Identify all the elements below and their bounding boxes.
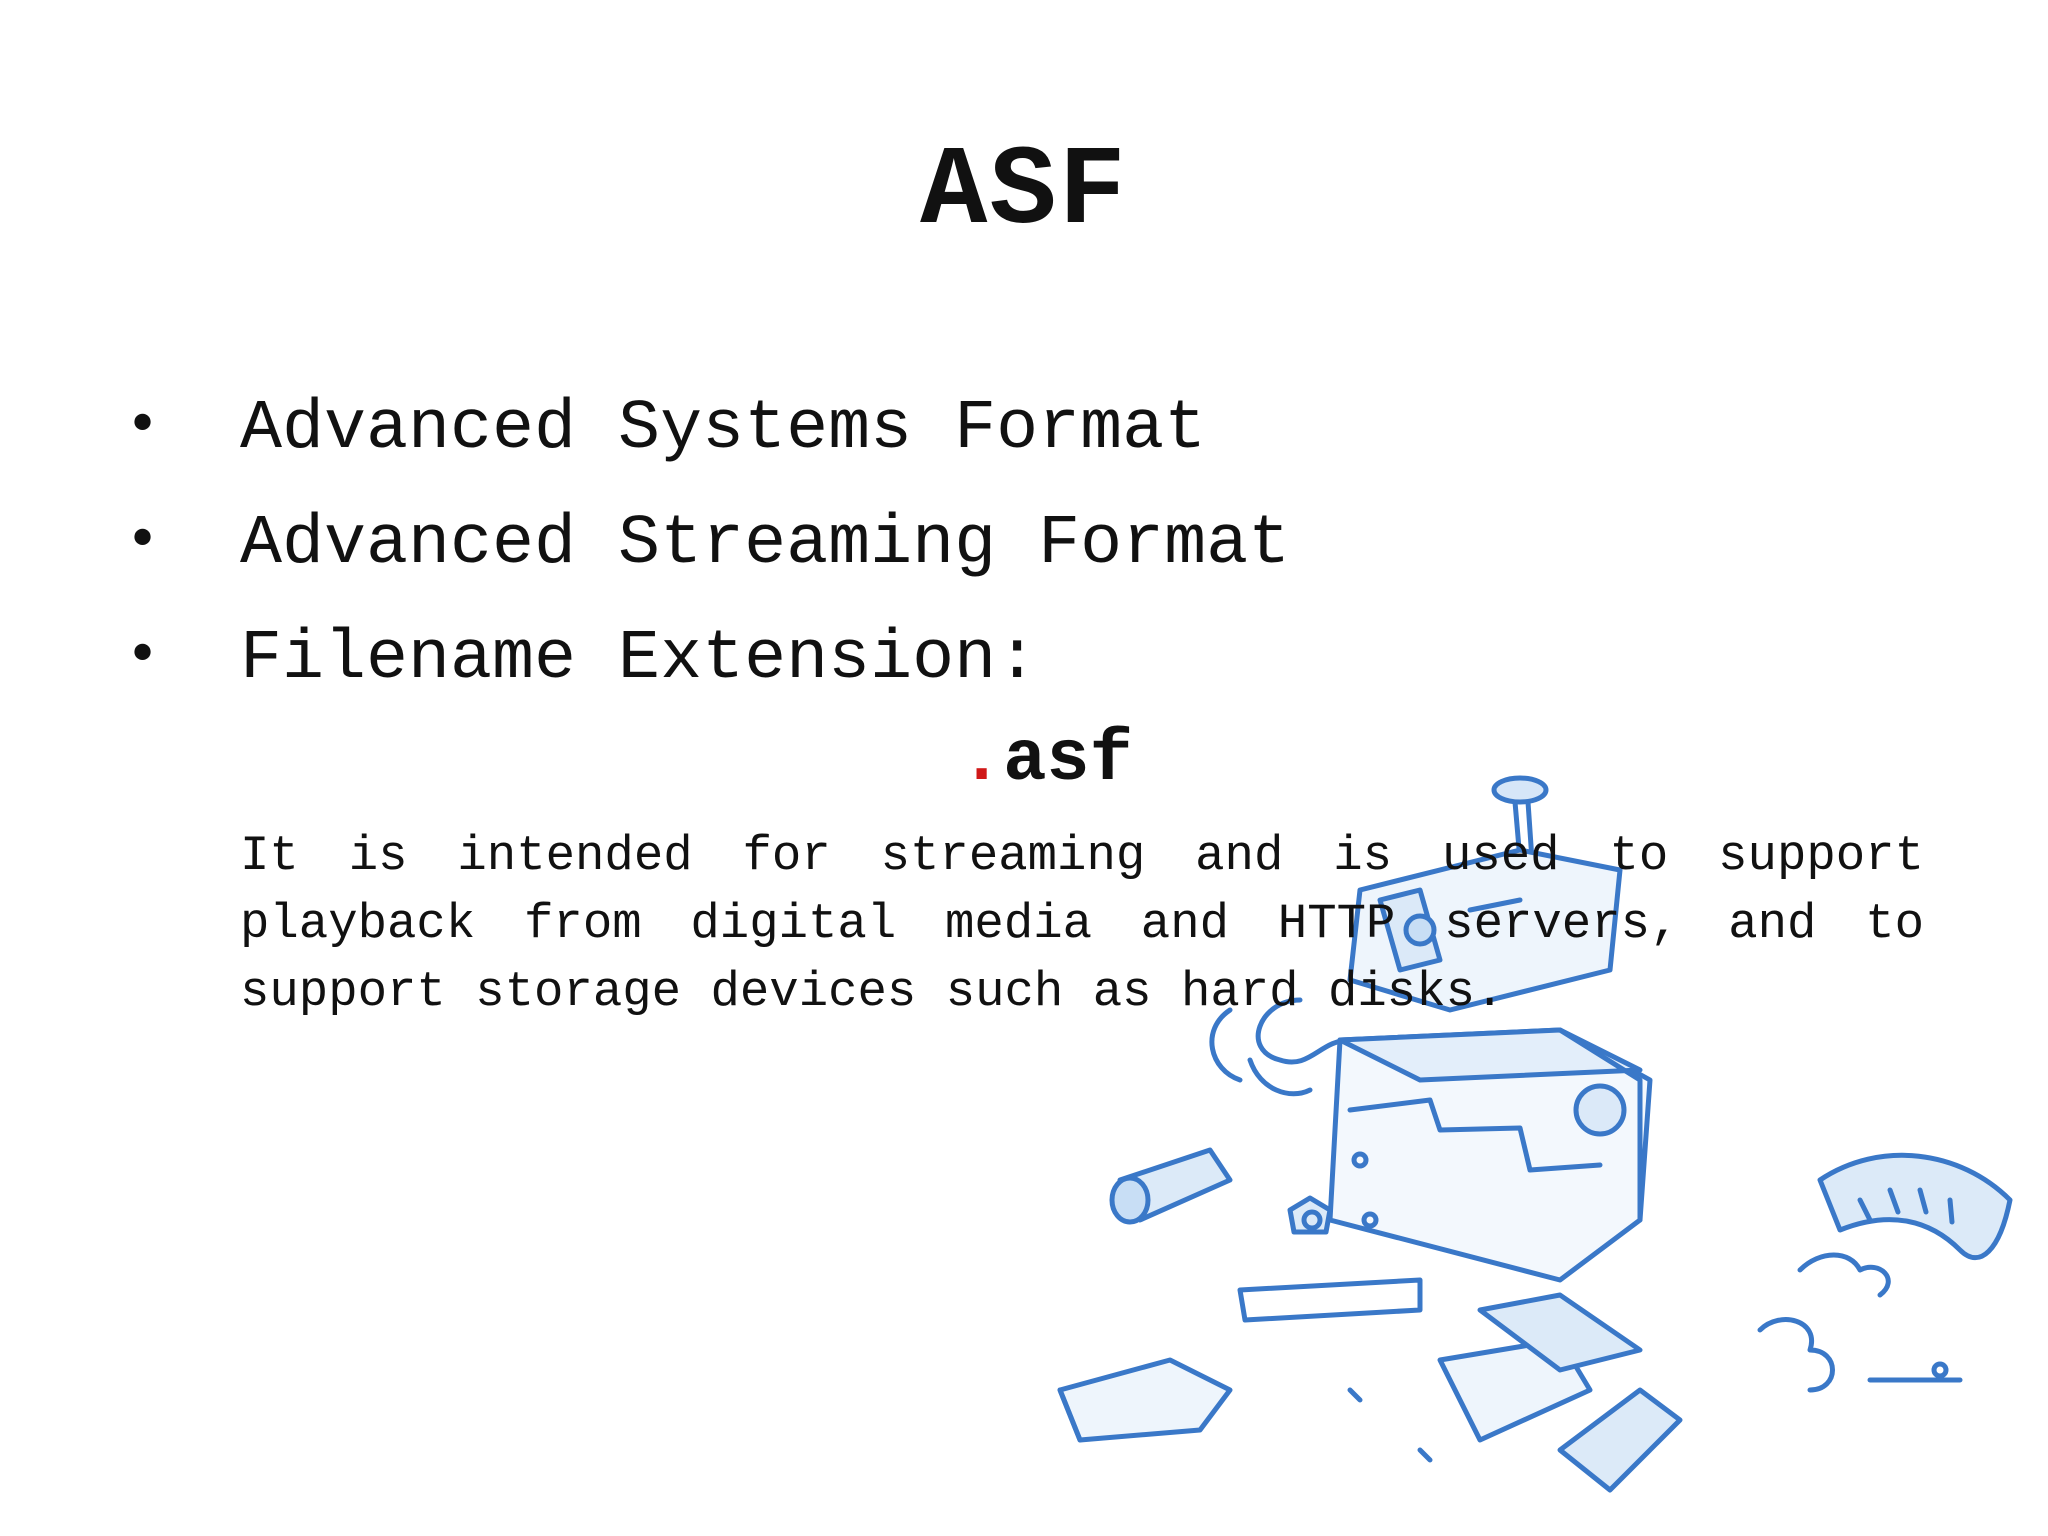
bullet-icon: • (126, 622, 160, 687)
bullet-item: • Filename Extension: (120, 602, 1290, 717)
bullet-list: • Advanced Systems Format • Advanced Str… (120, 372, 1290, 717)
bullet-text: Advanced Systems Format (240, 390, 1207, 469)
bullet-icon: • (126, 392, 160, 457)
description-paragraph: It is intended for streaming and is used… (240, 828, 1924, 1020)
robot-sketch-icon (1057, 775, 2013, 1493)
bullet-item: • Advanced Systems Format (120, 372, 1290, 487)
bullet-text: Advanced Streaming Format (240, 505, 1291, 584)
bullet-item: • Advanced Streaming Format (120, 487, 1290, 602)
bullet-text: Filename Extension: (240, 620, 1039, 699)
extension-text: asf (1003, 719, 1133, 801)
slide-title: ASF (920, 129, 1128, 256)
bullet-icon: • (126, 507, 160, 572)
file-extension: .asf (960, 720, 1133, 800)
extension-dot: . (960, 719, 1004, 801)
